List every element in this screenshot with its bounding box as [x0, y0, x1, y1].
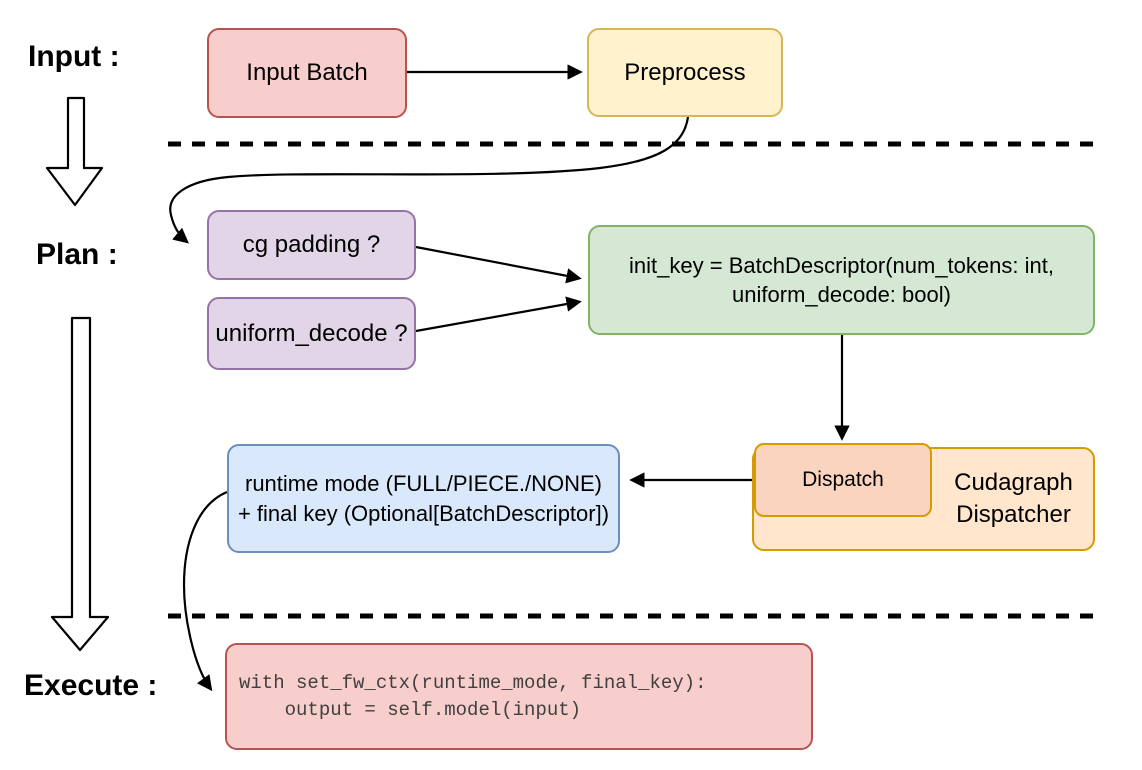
- stage-label-plan: Plan :: [36, 238, 118, 271]
- node-input-batch: Input Batch: [207, 28, 407, 118]
- node-init-key: init_key = BatchDescriptor(num_tokens: i…: [588, 225, 1095, 335]
- node-execute-code: with set_fw_ctx(runtime_mode, final_key)…: [225, 643, 813, 750]
- down-arrow-icon-input-to-plan: [45, 96, 104, 207]
- node-preprocess: Preprocess: [587, 28, 783, 117]
- arrow-cg-padding-to-init-key: [415, 245, 582, 284]
- node-cudagraph-dispatcher-label: Cudagraph Dispatcher: [954, 469, 1073, 528]
- arrow-preprocess-to-cg-padding: [169, 116, 690, 244]
- node-uniform-decode: uniform_decode ?: [207, 297, 416, 370]
- arrow-runtime-mode-to-execute-code: [182, 490, 228, 692]
- arrow-uniform-decode-to-init-key: [415, 296, 582, 333]
- down-arrow-icon-plan-to-execute: [50, 316, 110, 652]
- node-cg-padding: cg padding ?: [207, 210, 416, 280]
- node-runtime-mode: runtime mode (FULL/PIECE./NONE) + final …: [227, 444, 620, 553]
- stage-label-input: Input :: [28, 40, 120, 73]
- stage-label-execute: Execute :: [24, 669, 158, 702]
- node-dispatch: Dispatch: [754, 443, 932, 517]
